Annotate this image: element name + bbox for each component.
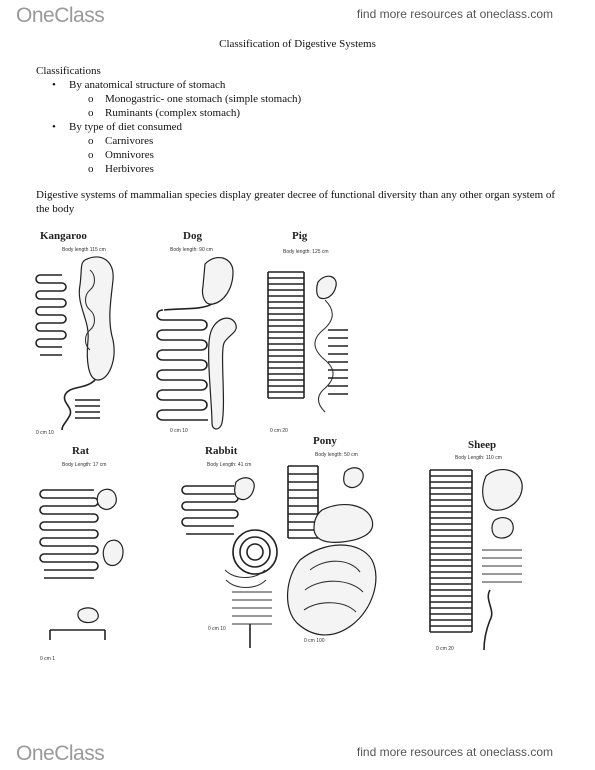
rat-tract: 0 cm 1 [39, 488, 124, 662]
scale-pig: 0 cm 20 [270, 428, 288, 434]
scale-sheep: 0 cm 20 [436, 646, 454, 652]
label-rat: Rat [72, 445, 89, 457]
oneclass-footer-logo[interactable]: OneClass [16, 742, 105, 765]
caption-dog: Body length: 90 cm [170, 247, 213, 253]
dog-tract: 0 cm 10 [156, 256, 237, 434]
scale-pony: 0 cm 100 [304, 638, 325, 644]
classification-list: Classifications By anatomical structure … [36, 64, 301, 176]
sub-item-monogastric: Monogastric- one stomach (simple stomach… [36, 92, 301, 106]
document-title: Classification of Digestive Systems [219, 38, 376, 50]
sub-item-carnivores: Carnivores [36, 134, 301, 148]
caption-rabbit: Body Length: 41 cm [207, 462, 251, 468]
sub-item-ruminants: Ruminants (complex stomach) [36, 106, 301, 120]
label-sheep: Sheep [468, 439, 496, 451]
caption-rat: Body Length: 17 cm [62, 462, 106, 468]
scale-rat: 0 cm 1 [40, 656, 55, 662]
digestive-systems-figure: Kangaroo Dog Pig Rat Rabbit Pony Sheep B… [35, 230, 523, 662]
header-resources-link[interactable]: find more resources at oneclass.com [356, 7, 553, 21]
page-header: OneClass find more resources at oneclass… [0, 0, 595, 30]
oneclass-logo[interactable]: OneClass [16, 4, 105, 27]
page-footer: OneClass find more resources at oneclass… [0, 738, 595, 768]
bullet-stomach: By anatomical structure of stomach [36, 78, 301, 92]
section-heading: Classifications [36, 65, 101, 77]
sub-item-herbivores: Herbivores [36, 162, 301, 176]
label-pig: Pig [292, 230, 308, 242]
caption-pony: Body length: 50 cm [315, 452, 358, 458]
rabbit-tract: 0 cm 10 [181, 477, 278, 648]
scale-kangaroo: 0 cm 10 [36, 430, 54, 436]
body-paragraph: Digestive systems of mammalian species d… [36, 189, 556, 215]
caption-kangaroo: Body length 115 cm [62, 247, 106, 253]
scale-dog: 0 cm 10 [170, 428, 188, 434]
label-rabbit: Rabbit [205, 445, 238, 457]
scale-rabbit: 0 cm 10 [208, 626, 226, 632]
footer-resources-link[interactable]: find more resources at oneclass.com [356, 745, 553, 759]
label-dog: Dog [183, 230, 202, 242]
pony-tract: 0 cm 100 [286, 465, 377, 644]
sheep-tract: 0 cm 20 [429, 468, 523, 652]
sub-item-omnivores: Omnivores [36, 148, 301, 162]
bullet-diet: By type of diet consumed [36, 120, 301, 134]
pig-tract: 0 cm 20 [267, 271, 348, 434]
caption-sheep: Body Length: 110 cm [455, 455, 502, 461]
kangaroo-tract: 0 cm 10 [35, 256, 115, 436]
label-kangaroo: Kangaroo [40, 230, 87, 242]
caption-pig: Body length: 125 cm [283, 249, 329, 255]
label-pony: Pony [313, 435, 337, 447]
